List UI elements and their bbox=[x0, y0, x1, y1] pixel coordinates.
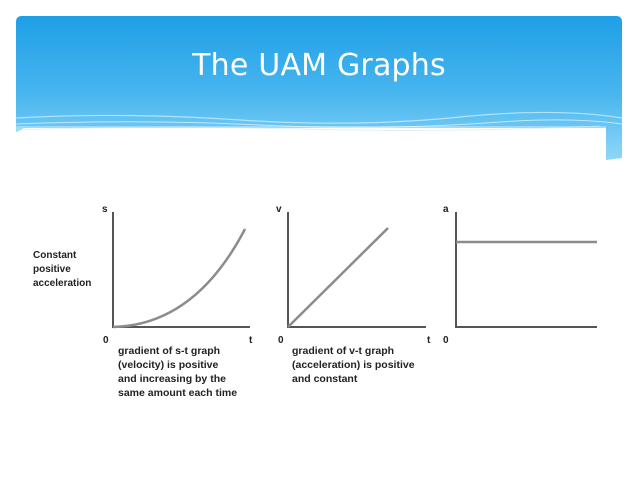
vt-origin-label: 0 bbox=[278, 335, 284, 346]
st-y-label: s bbox=[102, 204, 108, 215]
st-caption-line-1: gradient of s-t graph bbox=[118, 345, 220, 357]
vt-caption-line-2: (acceleration) is positive bbox=[292, 359, 415, 371]
st-caption-line-3: and increasing by the bbox=[118, 373, 226, 385]
row-label-line-1: Constant bbox=[33, 250, 77, 261]
vt-caption-line-3: and constant bbox=[292, 373, 358, 385]
header-banner bbox=[15, 16, 623, 160]
vt-caption-line-1: gradient of v-t graph bbox=[292, 345, 394, 357]
at-y-label: a bbox=[443, 204, 449, 215]
st-x-label: t bbox=[249, 335, 253, 346]
row-label-line-3: acceleration bbox=[33, 278, 91, 289]
slide-title: The UAM Graphs bbox=[192, 48, 446, 83]
vt-x-label: t bbox=[427, 335, 431, 346]
st-origin-label: 0 bbox=[103, 335, 109, 346]
at-graph: a 0 bbox=[443, 204, 597, 346]
st-caption-line-2: (velocity) is positive bbox=[118, 359, 219, 371]
st-curve bbox=[112, 228, 247, 329]
st-graph: s t 0 gradient of s-t graph (velocity) i… bbox=[102, 204, 253, 399]
st-caption-line-4: same amount each time bbox=[118, 387, 237, 399]
row-label-line-2: positive bbox=[33, 264, 71, 275]
at-origin-label: 0 bbox=[443, 335, 449, 346]
vt-y-label: v bbox=[276, 204, 282, 215]
vt-line bbox=[287, 227, 389, 328]
vt-graph: v t 0 gradient of v-t graph (acceleratio… bbox=[276, 204, 431, 385]
